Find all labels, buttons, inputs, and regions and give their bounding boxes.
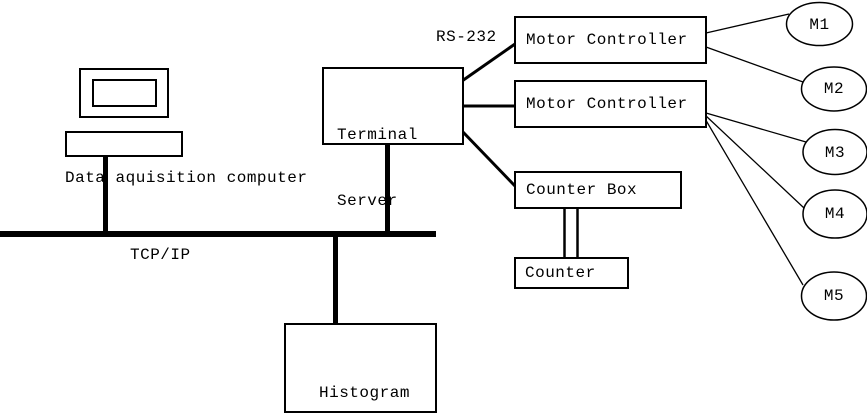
- motor-controller-1-label: Motor Controller: [526, 31, 688, 49]
- motor-controller-2-label: Motor Controller: [526, 95, 688, 113]
- motor-link-m3: [705, 112, 807, 143]
- counter-node: Counter: [514, 257, 629, 289]
- histogram-memory-label-line1: Histogram: [319, 384, 410, 402]
- motor-controller-2-node: Motor Controller: [514, 80, 707, 128]
- motor-link-m1: [705, 13, 790, 34]
- counter-label: Counter: [525, 264, 596, 282]
- rs232-link-motor-controller-1: [461, 42, 516, 83]
- motor-m3-ellipse: [802, 128, 867, 176]
- computer-keyboard-icon: [65, 131, 183, 157]
- motor-controller-1-node: Motor Controller: [514, 16, 707, 64]
- counter-box-node: Counter Box: [514, 171, 682, 209]
- terminal-server-label-line2: Server: [337, 192, 398, 210]
- rs232-label: RS-232: [436, 28, 497, 46]
- motor-m4-label: M4: [824, 205, 846, 223]
- motor-m4-ellipse: [802, 189, 867, 239]
- terminal-server-node: Terminal Server: [322, 67, 464, 210]
- motor-link-m4: [704, 114, 805, 209]
- counter-box-label: Counter Box: [526, 181, 638, 199]
- tcpip-label: TCP/IP: [130, 246, 191, 264]
- motor-m1-ellipse: [785, 1, 854, 47]
- motor-m1-label: M1: [809, 15, 830, 34]
- motor-link-m5: [703, 116, 804, 286]
- rs232-link-counter-box: [460, 129, 517, 188]
- motor-m5-label: M5: [823, 287, 845, 305]
- computer-screen-icon: [92, 79, 157, 107]
- motor-m3-label: M3: [824, 143, 846, 162]
- motor-m2-label: M2: [823, 80, 845, 98]
- data-acquisition-computer-label: Data aquisition computer: [65, 169, 308, 187]
- histogram-memory-node: Histogram Memory: [284, 323, 437, 413]
- motor-link-m2: [705, 46, 804, 83]
- terminal-server-label-line1: Terminal: [337, 126, 418, 144]
